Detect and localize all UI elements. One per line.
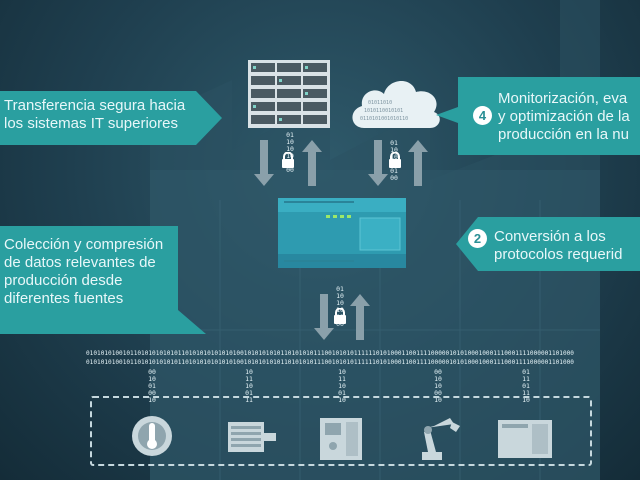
callout-line: producción desde <box>4 272 123 289</box>
cloud-icon: 01011010 1010110010101 0110101001010110 <box>352 80 440 128</box>
thermometer-sensor-icon <box>132 416 172 456</box>
callout-line: de datos relevantes de <box>4 254 156 271</box>
callout-line: y optimización de la <box>498 108 630 125</box>
plc-controller-icon <box>278 198 406 268</box>
server-rack-icon <box>248 60 330 128</box>
device-bit-column: 10 11 10 01 11 <box>245 368 253 404</box>
callout-line: Transferencia segura hacia <box>4 97 186 114</box>
callout-line: protocolos requerid <box>494 246 623 263</box>
callout-line: Monitorización, eva <box>498 90 628 107</box>
svg-text:1010110010101: 1010110010101 <box>364 108 403 114</box>
server-transfer-arrows <box>254 140 322 186</box>
lock-icon <box>389 152 401 168</box>
callout-line: diferentes fuentes <box>4 290 124 307</box>
field-transfer-arrows <box>314 294 370 340</box>
electric-motor-icon <box>228 422 276 452</box>
callout-protocol-conversion: 2 Conversión a los protocolos requerid <box>456 217 640 271</box>
bit-stream-line: 0101010100101101010101010110101010101010… <box>86 359 574 366</box>
callout-monitoring: 4 Monitorización, eva y optimización de … <box>436 77 640 155</box>
callout-line: producción en la nu <box>498 126 629 143</box>
callout-data-collection: Colección y compresión de datos relevant… <box>0 226 206 334</box>
device-bit-column: 00 10 10 00 10 <box>434 368 442 404</box>
field-devices-box <box>90 396 592 466</box>
callout-line: Conversión a los <box>494 228 606 245</box>
lock-icon <box>334 308 346 324</box>
callout-line: los sistemas IT superiores <box>4 115 178 132</box>
bit-stream-line: 0101010100101101010101010110101010101010… <box>86 350 574 357</box>
machine-cabinet-icon <box>498 420 552 458</box>
lock-icon <box>282 152 294 168</box>
device-bit-column: 01 11 01 11 10 <box>522 368 530 404</box>
step-number-badge: 2 <box>468 229 487 248</box>
svg-text:01011010: 01011010 <box>368 100 392 106</box>
device-bit-column: 00 10 01 00 10 <box>148 368 156 404</box>
robot-arm-icon <box>422 418 460 460</box>
device-bit-column: 10 11 10 01 10 <box>338 368 346 404</box>
callout-line: Colección y compresión <box>4 236 164 253</box>
svg-text:0110101001010110: 0110101001010110 <box>360 116 408 122</box>
step-number-badge: 4 <box>473 106 492 125</box>
control-panel-icon <box>320 418 362 460</box>
callout-secure-transfer: Transferencia segura hacia los sistemas … <box>0 91 222 145</box>
cloud-transfer-arrows <box>368 140 428 186</box>
